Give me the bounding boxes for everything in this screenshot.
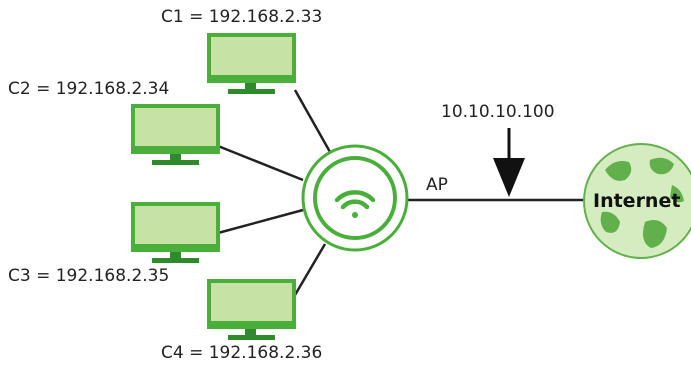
client-c1-label: C1 = 192.168.2.33 — [161, 7, 322, 27]
client-c1-monitor-icon[interactable] — [207, 33, 296, 94]
client-c2-label: C2 = 192.168.2.34 — [8, 79, 169, 99]
client-c4-label: C4 = 192.168.2.36 — [161, 343, 322, 363]
client-c2-monitor-icon[interactable] — [131, 104, 220, 165]
client-c3-monitor-icon[interactable] — [131, 202, 220, 263]
internet-globe-icon[interactable] — [583, 143, 691, 259]
access-point-icon[interactable] — [301, 144, 409, 252]
internet-label: Internet — [593, 190, 680, 212]
wifi-icon — [334, 190, 376, 218]
link-c4-ap — [293, 243, 327, 296]
link-c3-ap — [217, 208, 304, 235]
link-c1-ap — [293, 89, 332, 153]
client-c4-monitor-icon[interactable] — [207, 279, 296, 340]
gateway-ip-label: 10.10.10.100 — [441, 102, 555, 122]
connector-lines — [217, 89, 590, 296]
ap-label: AP — [426, 175, 448, 195]
ip-arrow-icon — [493, 128, 525, 197]
link-c2-ap — [217, 144, 304, 182]
client-c3-label: C3 = 192.168.2.35 — [8, 266, 169, 286]
